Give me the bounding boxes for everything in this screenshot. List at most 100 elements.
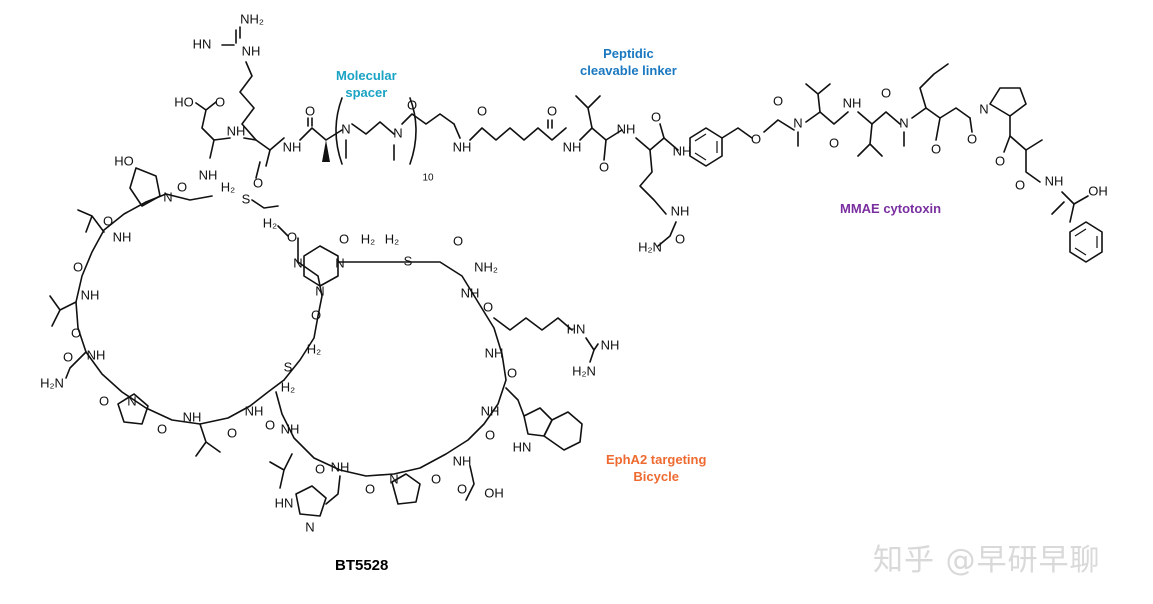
atom-o-tatg-2: O [339,231,349,246]
atom-nh-bicycle-1: NH [461,285,480,300]
atom-nh-bicycle-5: NH [281,421,300,436]
atom-s-3: S [284,359,293,374]
atom-n-pro-bicycle: N [389,471,398,486]
atom-o-mmae-3: O [967,131,977,146]
atom-n-triazine-2: N [335,255,344,270]
atom-o-bicycle-7: O [265,417,275,432]
atom-nh-left-2: NH [81,287,100,302]
label-epha2-bicycle: EphA2 targeting Bicycle [606,451,706,485]
atom-o-bicycle-1: O [483,299,493,314]
atom-o-spacer: O [407,97,417,112]
atom-ho-hyp: HO [114,153,134,168]
atom-nh-left-3: NH [87,347,106,362]
atom-h2n-asn: H₂N [40,375,64,390]
atom-oh-norephedrine: OH [1088,183,1108,198]
atom-nh-spacer: NH [453,139,472,154]
atom-nh-his: NH [331,459,350,474]
atom-o-amide: O [453,233,463,248]
atom-o-left-1: O [103,213,113,228]
atom-nh-val: NH [563,139,582,154]
atom-n-sarc: N [341,121,350,136]
label-molecular-spacer-line-1: Molecular [336,68,397,83]
atom-nh-bicycle-3: NH [481,403,500,418]
atom-nh-pabc: NH [673,143,692,158]
atom-o-asn: O [63,349,73,364]
atom-o-bicycle-6: O [315,461,325,476]
atom-n-mmae-2: N [899,115,908,130]
label-peptidic-linker-line-1: Peptidic [603,46,654,61]
atom-o-val: O [599,159,609,174]
atom-o-left-4: O [99,393,109,408]
atom-o-left-5: O [157,421,167,436]
atom-o-cit: O [651,109,661,124]
atom-h2-cys1: H₂ [221,179,235,194]
atom-o-left-2: O [73,259,83,274]
atom-o-asp: O [457,481,467,496]
compound-name: BT5528 [335,557,389,574]
atom-o-tatg-3: O [311,307,321,322]
atom-o-mmae-4: O [1015,177,1025,192]
repeat-count: 10 [422,173,434,184]
label-molecular-spacer-line-2: spacer [345,85,388,100]
atom-n-mmae-1: N [793,115,802,130]
atom-n-triazine-3: N [315,283,324,298]
atom-o-pabc: O [751,131,761,146]
atom-nh-mmae: NH [843,95,862,110]
label-peptidic-linker-line-2: cleavable linker [580,63,677,78]
label-epha2-bicycle-line-1: EphA2 targeting [606,452,707,467]
atom-n-his: N [305,519,314,534]
atom-nh-cit: NH [617,121,636,136]
atom-o-bicycle-5: O [365,481,375,496]
atom-o-asp-acid: O [215,94,225,109]
atom-nh-left-1: NH [113,229,132,244]
atom-h2n-arg: H₂N [572,363,596,378]
atom-n-triazine-1: N [293,255,302,270]
atom-o-urea: O [675,231,685,246]
label-peptidic-linker: Peptidic cleavable linker [580,45,677,79]
atom-hn-his: HN [275,495,294,510]
atom-nh-arg: NH [601,337,620,352]
atom-s-1: S [242,191,251,206]
atom-n-hyp: N [163,189,172,204]
atom-hn-trp: HN [513,439,532,454]
atom-o-mmae-1: O [829,135,839,150]
atom-nh-left-4: NH [183,409,202,424]
atom-o-methoxy-2: O [995,153,1005,168]
atom-nh-bicycle-2: NH [485,345,504,360]
atom-nh2-top: NH₂ [240,11,264,26]
atom-h2-tatg-2: H₂ [361,231,375,246]
atom-o-tatg-1: O [287,229,297,244]
label-molecular-spacer: Molecular spacer [336,67,397,101]
atom-o-hyp: O [177,179,187,194]
atom-nh-top: NH [242,43,261,58]
atom-nh-bicycle-6: NH [245,403,264,418]
label-mmae-cytotoxin: MMAE cytotoxin [840,200,941,217]
atom-nh-2: NH [283,139,302,154]
atom-h2-cys3: H₂ [281,379,295,394]
atom-hn-top: HN [193,36,212,51]
atom-o-methoxy-1: O [931,141,941,156]
top-peptide-chain: NH₂ HN NH HO O NH NH O O N 10 N [174,11,581,190]
bicycle-ring: HO N O NH H₂ S H₂ O N N N O H₂ H₂ S O NH… [40,153,619,534]
atom-o-glut-1: O [477,103,487,118]
atom-nh-cys1: NH [199,167,218,182]
watermark: 知乎 @早研早聊 [873,543,1101,578]
atom-nh-bicycle-4: NH [453,453,472,468]
atom-n-sarc-2: N [393,125,402,140]
atom-o-bicycle-2: O [507,365,517,380]
atom-o-arg: O [253,175,263,190]
label-epha2-bicycle-line-2: Bicycle [633,469,679,484]
atom-nh-1: NH [227,123,246,138]
label-mmae-cytotoxin-line-1: MMAE cytotoxin [840,201,942,216]
atom-hn-arg: HN [567,321,586,336]
atom-h2-tatg-3: H₂ [385,231,399,246]
atom-o-mmae-2: O [881,85,891,100]
atom-nh-urea: NH [671,203,690,218]
atom-o-ala: O [305,103,315,118]
atom-o-carbamate: O [773,93,783,108]
linker-payload-chain: O NH O NH H₂N O NH O O N O NH [575,63,1108,263]
atom-nh-norephedrine: NH [1045,173,1064,188]
atom-s-2: S [404,253,413,268]
